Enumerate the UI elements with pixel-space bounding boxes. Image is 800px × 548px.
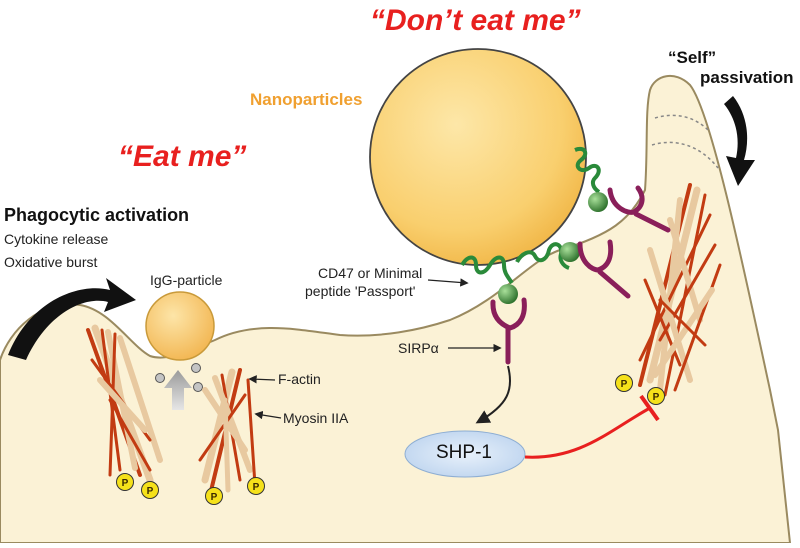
- cd47-ligand-3: [574, 147, 608, 212]
- actin-bundle-left-2: [198, 368, 257, 497]
- nanoparticle: [369, 48, 587, 266]
- cd47-ligand-1: [460, 255, 518, 304]
- factin-pointer-line: [248, 375, 276, 384]
- actin-bundle-right: [638, 183, 722, 397]
- myosin-label: Myosin IIA: [283, 410, 349, 426]
- phospho-label: P: [653, 392, 660, 403]
- inhibition-bar-icon: [524, 406, 651, 459]
- phospho-label: P: [253, 482, 260, 493]
- shp1-ellipse: [404, 430, 526, 478]
- igg-particle: [145, 291, 215, 361]
- curved-arrow-icon: [8, 278, 136, 360]
- inhibition-bar-cap: [639, 394, 660, 422]
- sirpa-receptor-2: [577, 239, 631, 299]
- cd47-ligand-2: [515, 242, 580, 270]
- shp1-label: SHP-1: [436, 442, 492, 463]
- uptake-arrow-icon: [164, 370, 192, 410]
- sirpa-label: SIRPα: [398, 340, 439, 356]
- phospho-group: P P P P P P: [116, 374, 665, 505]
- sirpa-receptor-3: [607, 185, 671, 233]
- nanoparticles-label: Nanoparticles: [250, 90, 363, 109]
- cd47-label-line2: peptide 'Passport': [305, 283, 416, 299]
- phospho-label: P: [621, 379, 628, 390]
- signal-arrow-icon: [475, 365, 512, 424]
- self-label: “Self”: [668, 48, 717, 67]
- phospho-label: P: [211, 492, 218, 503]
- passivation-label: passivation: [700, 68, 794, 87]
- sirpa-receptor-1: [490, 297, 527, 365]
- particle-dot: [155, 373, 165, 383]
- particle-dot: [191, 363, 201, 373]
- actin-bundle-left-1: [86, 324, 163, 484]
- f-actin-label: F-actin: [278, 371, 321, 387]
- myosin-pointer-line: [254, 410, 282, 420]
- oxidative-burst-label: Oxidative burst: [4, 254, 98, 270]
- cortex-dotted-line-1: [654, 114, 711, 133]
- phospho-label: P: [147, 486, 154, 497]
- eat-me-title: “Eat me”: [118, 140, 247, 173]
- cytokine-release-label: Cytokine release: [4, 231, 109, 247]
- phagocytic-activation-label: Phagocytic activation: [4, 205, 190, 225]
- particle-dot: [193, 382, 203, 392]
- dont-eat-me-title: “Don’t eat me”: [370, 4, 581, 37]
- cell-membrane: [0, 75, 792, 544]
- igg-particle-label: IgG-particle: [150, 272, 223, 288]
- cd47-pointer-line: [427, 278, 469, 287]
- phospho-label: P: [122, 478, 129, 489]
- cd47-label-line1: CD47 or Minimal: [318, 265, 423, 281]
- passivation-arrow-icon: [724, 96, 755, 186]
- cortex-dotted-line-2: [651, 141, 719, 169]
